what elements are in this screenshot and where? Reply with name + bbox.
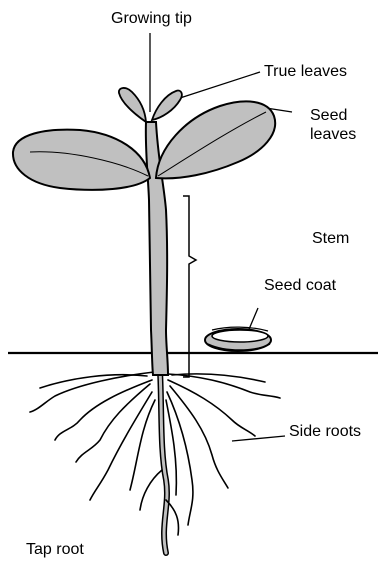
- left-seed-leaf: [13, 130, 150, 190]
- side-root: [55, 380, 152, 440]
- side-root: [170, 386, 228, 488]
- label-stem: Stem: [312, 229, 349, 248]
- label-tap-root: Tap root: [26, 540, 84, 559]
- label-growing-tip: Growing tip: [111, 9, 192, 28]
- roots: [30, 370, 280, 553]
- stem-bracket: [183, 196, 196, 377]
- side-root: [90, 392, 152, 500]
- side-root: [40, 375, 147, 388]
- label-true-leaves: True leaves: [264, 62, 347, 81]
- side-roots-leader: [232, 436, 285, 441]
- true-leaves-leader: [180, 72, 260, 98]
- seed-coat: [205, 327, 271, 351]
- left-true-leaf: [119, 88, 146, 122]
- label-seed-coat: Seed coat: [264, 276, 336, 295]
- label-side-roots: Side roots: [289, 422, 361, 441]
- side-root: [130, 400, 155, 490]
- side-root: [30, 372, 154, 412]
- right-true-leaf: [152, 91, 182, 120]
- label-seed-leaves: Seed leaves: [310, 106, 356, 144]
- side-root: [140, 470, 162, 510]
